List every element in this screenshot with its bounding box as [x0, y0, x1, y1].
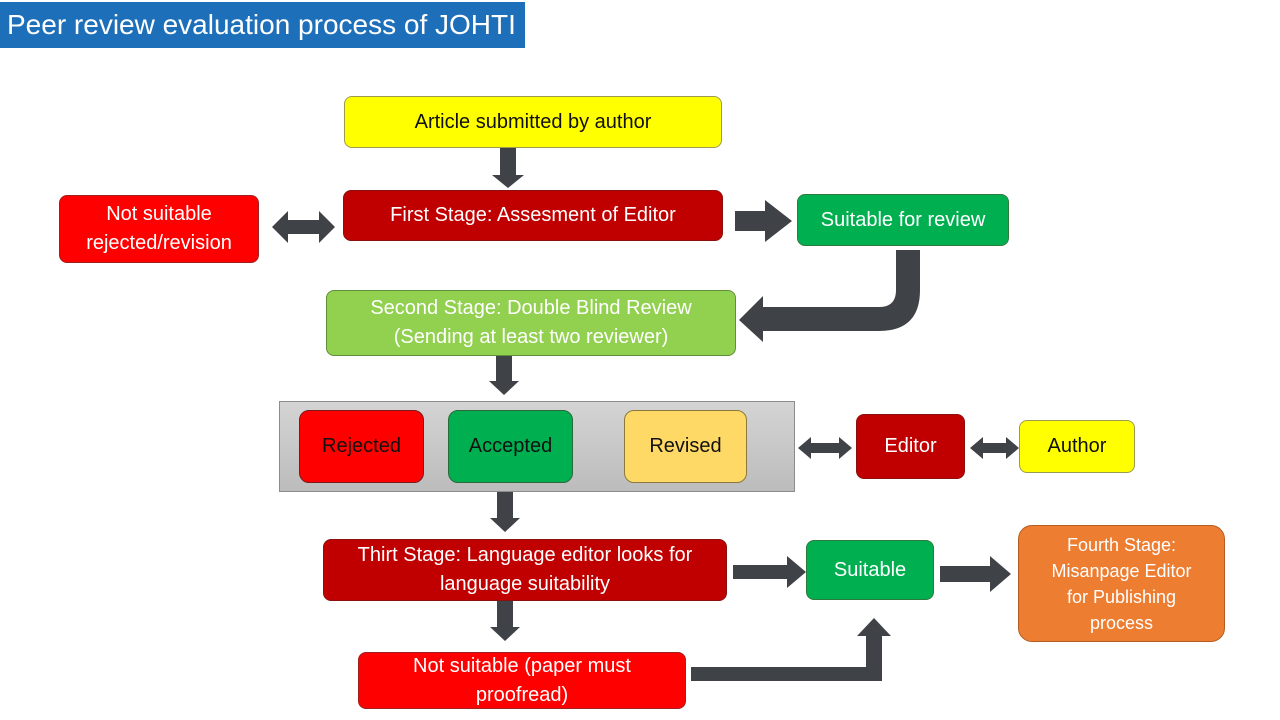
- node-third-stage: Thirt Stage: Language editor looks for l…: [323, 539, 727, 601]
- arrow-down-submitted-first: [492, 148, 524, 188]
- node-not-suitable-line2: rejected/revision: [86, 232, 232, 254]
- arrow-curved-suitable-second: [739, 250, 920, 342]
- node-suitable-for-review: Suitable for review: [797, 194, 1009, 246]
- node-not-suitable-rejected: Not suitable rejected/revision: [59, 195, 259, 263]
- node-fourth-stage-line1: Fourth Stage:: [1066, 534, 1177, 555]
- node-rejected-label: Rejected: [322, 435, 401, 457]
- node-fourth-stage-line2: Misanpage Editor: [1051, 560, 1192, 581]
- node-third-stage-line1: Thirt Stage: Language editor looks for: [357, 544, 693, 566]
- node-rejected: Rejected: [299, 410, 424, 483]
- node-second-stage: Second Stage: Double Blind Review (Sendi…: [326, 290, 736, 356]
- node-not-suitable-proofread: Not suitable (paper must proofread): [358, 652, 686, 709]
- arrow-double-editor-author: [970, 437, 1019, 459]
- arrow-elbow-notsuitable-suitable: [691, 618, 891, 681]
- arrow-right-suitable-fourth: [940, 556, 1011, 592]
- node-not-suitable-proofread-line2: proofread): [475, 683, 569, 706]
- node-suitable-for-review-label: Suitable for review: [820, 208, 986, 231]
- node-revised: Revised: [624, 410, 747, 483]
- arrow-right-third-suitable: [733, 556, 806, 588]
- arrow-right-first-suitable: [735, 200, 792, 242]
- node-article-submitted: Article submitted by author: [344, 96, 722, 148]
- node-revised-label: Revised: [649, 435, 722, 457]
- node-first-stage: First Stage: Assesment of Editor: [343, 190, 723, 241]
- node-first-stage-label: First Stage: Assesment of Editor: [390, 204, 676, 226]
- node-accepted: Accepted: [448, 410, 573, 483]
- node-fourth-stage-line3: for Publishing: [1066, 586, 1177, 607]
- arrow-down-third-notsuitable: [490, 601, 520, 641]
- node-author: Author: [1019, 420, 1135, 473]
- page-title: Peer review evaluation process of JOHTI: [0, 2, 525, 48]
- node-fourth-stage: Fourth Stage: Misanpage Editor for Publi…: [1018, 525, 1225, 642]
- node-suitable-label: Suitable: [833, 558, 907, 581]
- node-second-stage-line1: Second Stage: Double Blind Review: [370, 297, 692, 319]
- arrow-double-panel-editor: [798, 437, 852, 459]
- node-second-stage-line2: (Sending at least two reviewer): [393, 326, 669, 348]
- node-author-label: Author: [1047, 435, 1107, 457]
- arrow-down-second-panel: [489, 356, 519, 395]
- node-fourth-stage-line4: process: [1089, 612, 1154, 633]
- node-accepted-label: Accepted: [468, 435, 553, 457]
- node-article-submitted-label: Article submitted by author: [414, 110, 652, 133]
- node-editor: Editor: [856, 414, 965, 479]
- arrow-down-panel-third: [490, 492, 520, 532]
- arrow-double-first-notsuitable: [272, 211, 335, 243]
- node-not-suitable-line1: Not suitable: [106, 203, 212, 225]
- node-third-stage-line2: language suitability: [439, 573, 611, 595]
- node-editor-label: Editor: [884, 435, 937, 457]
- node-suitable: Suitable: [806, 540, 934, 600]
- node-not-suitable-proofread-line1: Not suitable (paper must: [413, 654, 631, 677]
